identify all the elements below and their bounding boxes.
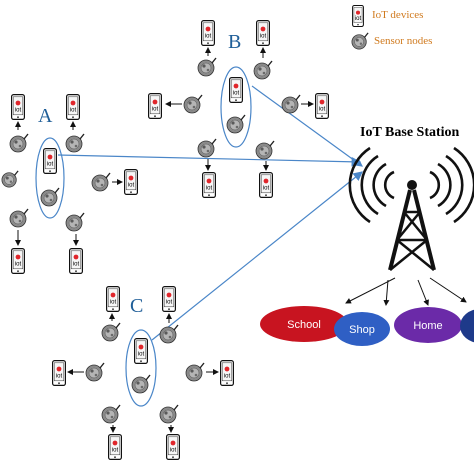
iot-device-text: iot [73,262,80,268]
uplink-arrow-c [151,171,363,341]
cluster-b-label: B [228,31,241,53]
uplink-arrows [57,85,363,341]
sensor-node-icon [1,170,19,188]
radio-waves-icon [348,146,474,224]
uplink-arrow-b [251,85,363,167]
destination-school [260,306,348,342]
legend-iot-label: IoT devices [372,9,423,21]
iot-device-text: iot [166,300,173,306]
iot-device-text: iot [15,108,22,114]
destination-shop [334,312,390,346]
cluster-b-outline [220,66,252,148]
sensor-node-icon [255,140,275,160]
iot-device-text: iot [47,162,54,168]
downlink-arrows [345,277,467,306]
iot-device-text: iot [112,448,119,454]
base-station: IoT Base Station [345,125,474,306]
iot-device-text: iot [110,300,117,306]
cluster-b: B iot iot iot iot iot iot iot [148,20,329,198]
iot-device-text: iot [152,107,159,113]
sensor-node-icon [226,114,246,134]
iot-device-text: iot [138,352,145,358]
cluster-a-outline [35,137,65,219]
iot-device-text: iot [70,108,77,114]
iot-device-text: iot [15,262,22,268]
sensor-node-icon [185,362,205,382]
sensor-node-icon [85,362,105,382]
destination-home [394,307,462,343]
cluster-c-label: C [130,295,143,317]
iot-device-text: iot [263,186,270,192]
iot-device-text: iot [355,16,362,22]
destination-home-label: Home [413,320,442,332]
iot-device-text: iot [224,374,231,380]
uplink-arrow-a [57,154,362,167]
iot-device-text: iot [233,91,240,97]
sensor-node-icon [101,404,121,424]
cluster-c: C iot iot iot iot iot iot iot [52,286,234,460]
cluster-c-outline [125,329,157,407]
antenna-tower-icon [388,180,436,271]
base-station-title: IoT Base Station [360,125,460,140]
cluster-a: A iot iot iot iot iot iot [1,94,138,274]
sensor-node-icon [91,172,111,192]
sensor-node-icon [281,94,301,114]
iot-device-text: iot [205,34,212,40]
iot-device-text: iot [128,183,135,189]
sensor-node-icon [101,322,121,342]
iot-device-text: iot [260,34,267,40]
legend-sensor-icon [351,32,369,50]
sensor-node-icon [159,404,179,424]
sensor-node-icon [9,208,29,228]
destination-extra [460,309,474,343]
sensor-node-icon [253,60,273,80]
sensor-node-icon [197,57,217,77]
destination-school-label: School [287,319,321,331]
sensor-node-icon [197,138,217,158]
sensor-node-icon [9,133,29,153]
sensor-node-icon [65,133,85,153]
iot-device-text: iot [170,448,177,454]
sensor-node-icon [183,94,203,114]
sensor-node-icon [131,374,151,394]
sensor-node-icon [65,212,85,232]
iot-device-text: iot [206,186,213,192]
legend: iot IoT devices Sensor nodes [351,5,432,50]
cluster-a-label: A [38,105,53,127]
destinations: School Shop Home [260,306,474,346]
sensor-node-icon [159,324,179,344]
legend-sensor-label: Sensor nodes [374,35,432,47]
sensor-node-icon [40,187,60,207]
iot-device-text: iot [56,374,63,380]
destination-shop-label: Shop [349,324,375,336]
iot-device-text: iot [319,107,326,113]
